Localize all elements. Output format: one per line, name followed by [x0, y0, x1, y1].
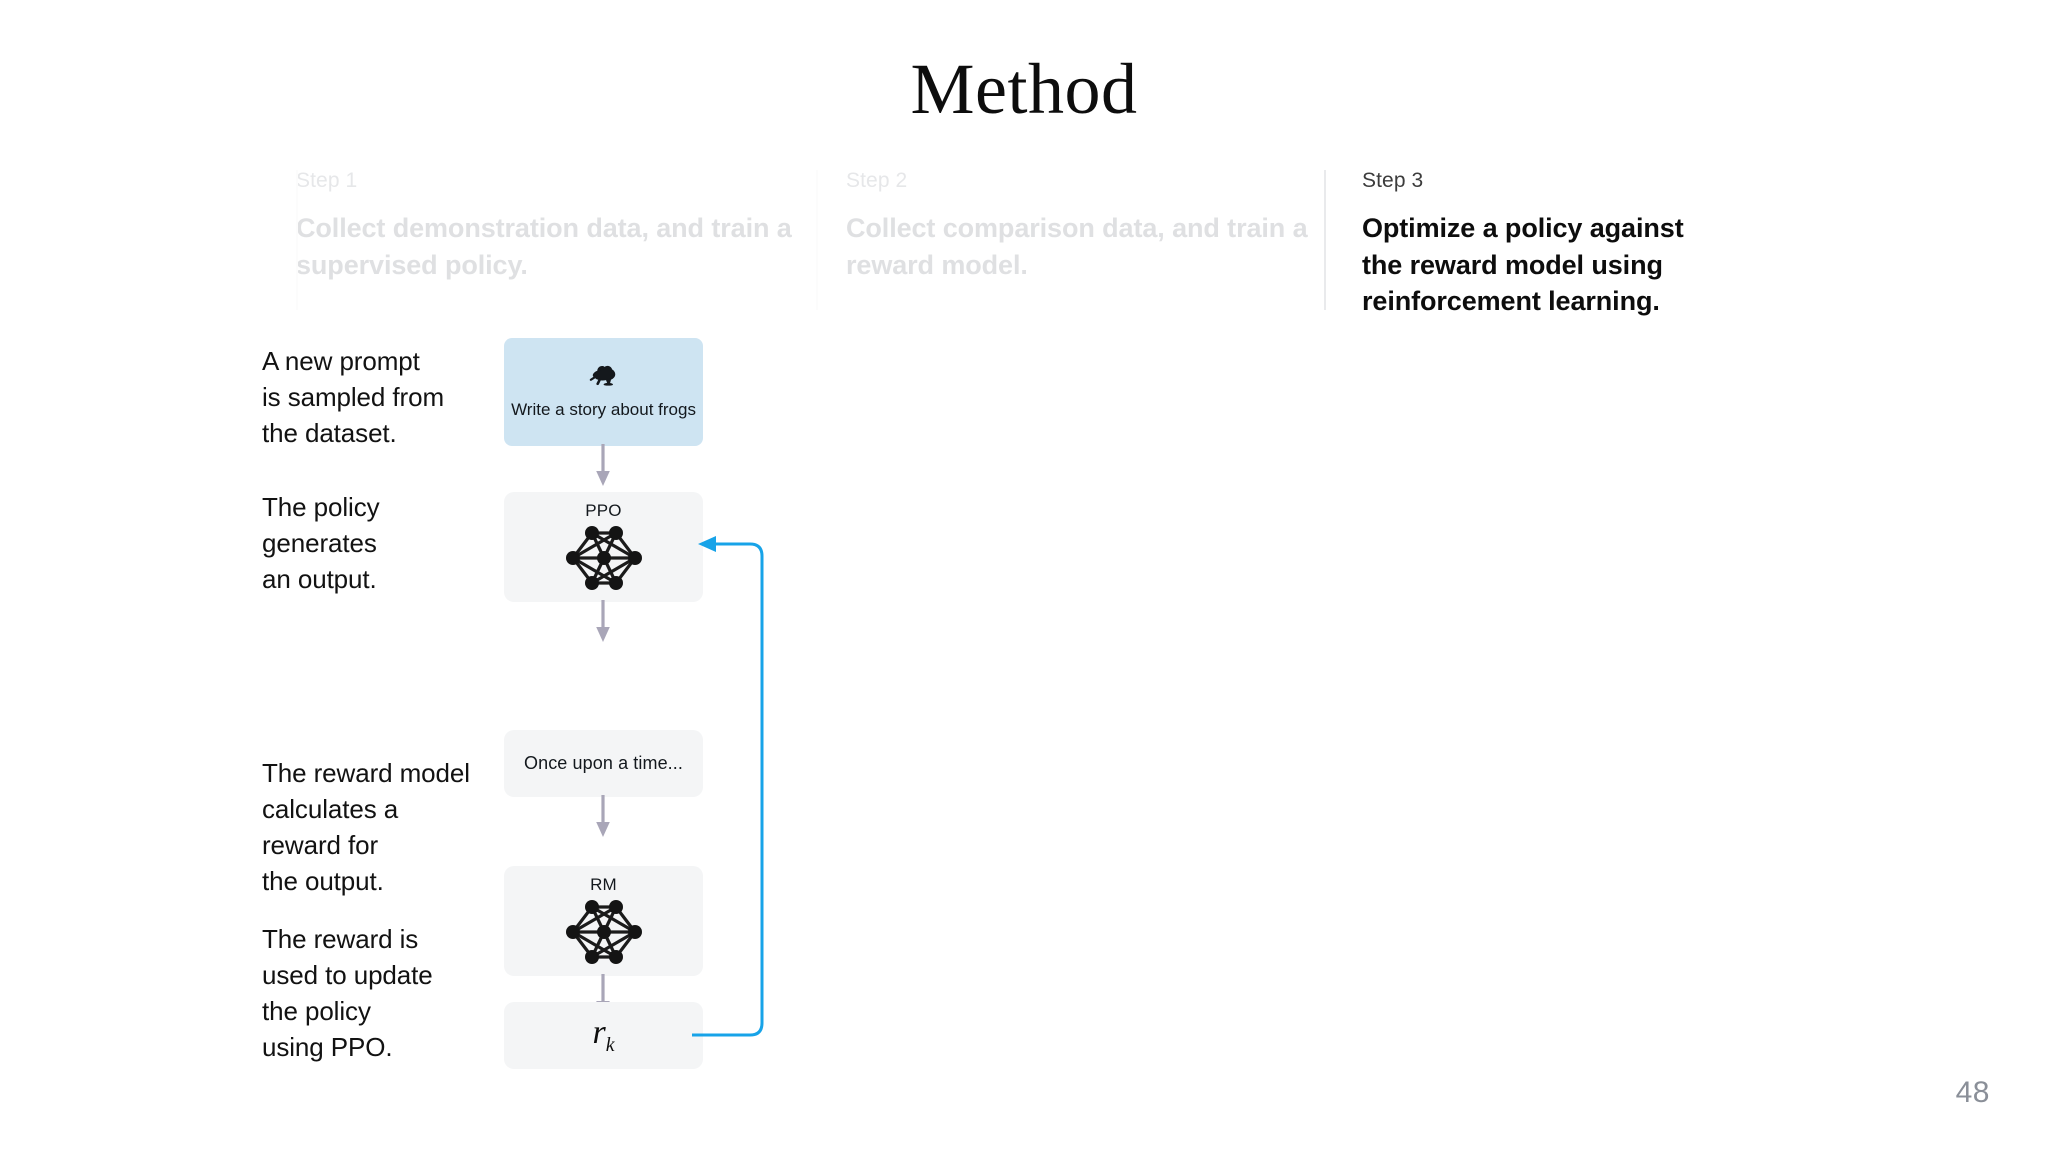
reward-model-label: RM: [590, 875, 617, 894]
page-number: 48: [1955, 1076, 1990, 1109]
caption-prompt-sampling: A new prompt is sampled from the dataset…: [262, 346, 444, 448]
policy-network-box: PPO: [504, 492, 703, 602]
arrow-down-icon: [589, 600, 617, 649]
feedback-loop-arrow: [690, 510, 800, 1075]
output-text: Once upon a time...: [524, 753, 683, 773]
step-2-body: Collect comparison data, and train a rew…: [846, 213, 1308, 280]
caption-reward-model-calculates: The reward model calculates a reward for…: [262, 758, 470, 896]
step-1-body: Collect demonstration data, and train a …: [296, 213, 792, 280]
prompt-box: Write a story about frogs: [504, 338, 703, 446]
step-1-divider: [296, 170, 298, 310]
step-2-kicker: Step 2: [846, 169, 908, 192]
arrow-down-icon: [589, 795, 617, 844]
caption-policy-generates: The policy generates an output.: [262, 492, 380, 594]
step-3-body: Optimize a policy against the reward mod…: [1362, 213, 1684, 317]
reward-symbol: rk: [592, 1014, 615, 1056]
neural-network-icon: [504, 521, 703, 595]
reward-value-box: rk: [504, 1002, 703, 1069]
arrow-down-icon: [589, 444, 617, 493]
step-2-divider: [816, 170, 818, 310]
step-3-kicker: Step 3: [1362, 169, 1424, 192]
policy-label: PPO: [585, 501, 622, 520]
reward-model-box: RM: [504, 866, 703, 976]
step-3-divider: [1324, 170, 1326, 310]
step-3: Step 3 Optimize a policy against the rew…: [1324, 168, 1716, 318]
frog-icon: [587, 363, 621, 393]
step-1: Step 1 Collect demonstration data, and t…: [296, 168, 816, 318]
caption-reward-updates-policy: The reward is used to update the policy …: [262, 924, 433, 1062]
steps-row: Step 1 Collect demonstration data, and t…: [296, 168, 1716, 318]
step-1-kicker: Step 1: [296, 169, 358, 192]
output-box: Once upon a time...: [504, 730, 703, 797]
step-2: Step 2 Collect comparison data, and trai…: [816, 168, 1324, 318]
neural-network-icon: [504, 895, 703, 969]
page-title: Method: [910, 49, 1138, 129]
prompt-text: Write a story about frogs: [511, 400, 696, 420]
